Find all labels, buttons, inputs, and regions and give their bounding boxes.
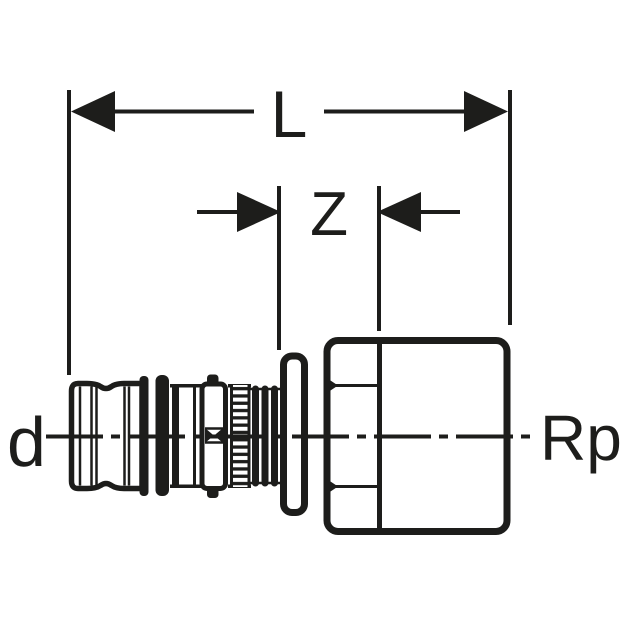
arrowhead-left-icon: [71, 91, 115, 132]
arrowhead-right-icon: [464, 91, 508, 132]
hex-chamfer-notch-icon: [326, 377, 338, 394]
ring-top-bump: [207, 374, 219, 386]
cone-mark-left-icon: [205, 428, 214, 443]
arrowhead-right-icon: [377, 192, 421, 232]
pipe-diameter-label: d: [7, 403, 46, 481]
flange-outline: [280, 352, 308, 516]
dimension-L: L: [67, 77, 512, 375]
dimension-L-label: L: [271, 77, 308, 151]
ring-bottom-bump: [207, 487, 219, 498]
dimension-Z: Z: [197, 180, 460, 350]
rib: [271, 385, 278, 487]
hex-chamfer-notch-icon: [326, 478, 338, 495]
thread-size-label: Rp: [540, 402, 620, 474]
collar-flange: [280, 352, 308, 516]
arrowhead-left-icon: [237, 192, 281, 232]
dimension-Z-label: Z: [310, 180, 348, 249]
